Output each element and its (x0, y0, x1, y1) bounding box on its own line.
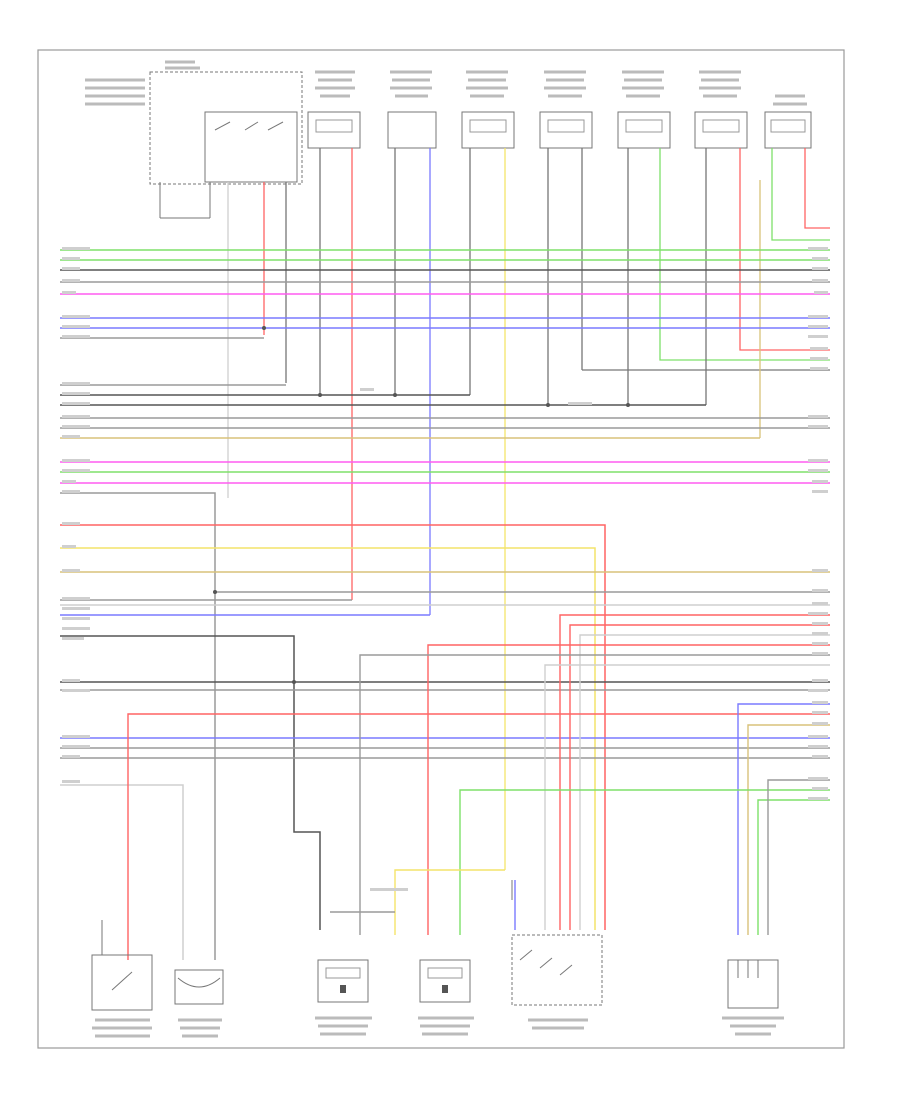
speaker-connector-4 (539, 111, 593, 149)
bottom-motor-sensor-b (419, 959, 471, 1003)
bottom-thermo-sensor (174, 969, 224, 1005)
bottom-switch-component (91, 920, 153, 1011)
speaker-connector-6 (694, 111, 748, 149)
horizontal-bus-wires (60, 249, 830, 960)
splice-points (213, 326, 630, 684)
speaker-connector-2 (387, 111, 437, 149)
bottom-pressure-sensor (727, 959, 779, 1009)
speaker-connector-1 (307, 111, 361, 149)
top-vertical-wires (227, 148, 830, 870)
speaker-connector-5 (617, 111, 671, 149)
diagram-border (37, 49, 845, 1049)
wire-label-marks (62, 247, 828, 891)
right-side-wires (127, 614, 830, 960)
speaker-connector-3 (461, 111, 515, 149)
bottom-label-marks (92, 1016, 784, 1038)
speaker-connector-7 (764, 111, 812, 149)
top-label-marks (85, 60, 807, 106)
relay-component (149, 71, 303, 219)
bottom-motor-sensor-a (317, 959, 369, 1003)
bottom-multi-switch (511, 880, 603, 1006)
